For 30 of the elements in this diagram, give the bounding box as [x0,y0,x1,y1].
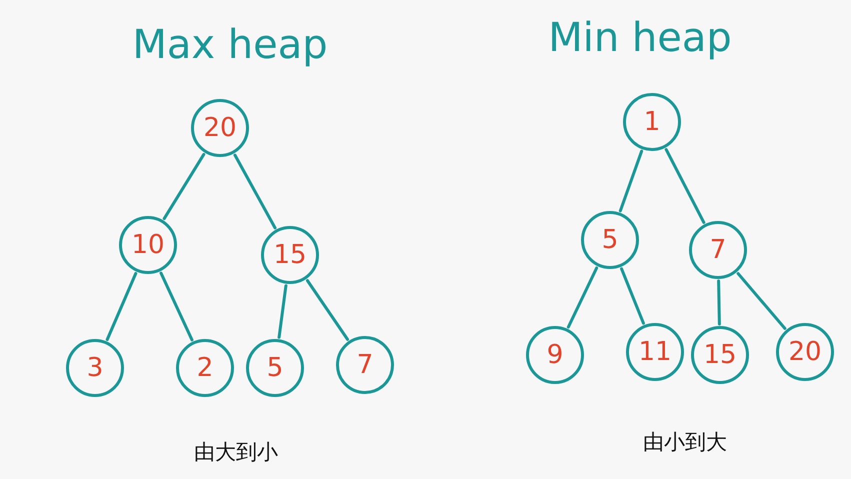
tree-node: 1 [623,93,681,151]
tree-edge [620,267,645,325]
tree-edge [162,152,206,220]
tree-node: 20 [776,323,834,381]
tree-node: 15 [691,326,749,384]
tree-node: 5 [246,339,304,397]
tree-edge [566,266,598,329]
tree-edge [160,272,194,342]
tree-edge [278,284,288,339]
heap-title: Min heap [548,15,732,61]
tree-edge [717,280,721,326]
tree-edge [306,279,350,341]
tree-edge [233,154,277,230]
tree-edge [618,150,644,212]
tree-node: 15 [261,226,319,284]
heap-title: Max heap [132,22,328,68]
tree-node: 20 [191,99,249,157]
tree-node: 3 [66,339,124,397]
tree-edge [664,148,706,224]
tree-node: 11 [626,323,684,381]
order-note: 由小到大 [643,429,727,456]
tree-node: 5 [581,211,639,269]
tree-node: 7 [336,336,394,394]
tree-edge [736,272,786,330]
tree-node: 7 [689,221,747,279]
tree-node: 9 [526,326,584,384]
tree-edge [106,272,138,342]
tree-node: 10 [119,216,177,274]
tree-node: 2 [176,339,234,397]
order-note: 由大到小 [194,439,278,466]
